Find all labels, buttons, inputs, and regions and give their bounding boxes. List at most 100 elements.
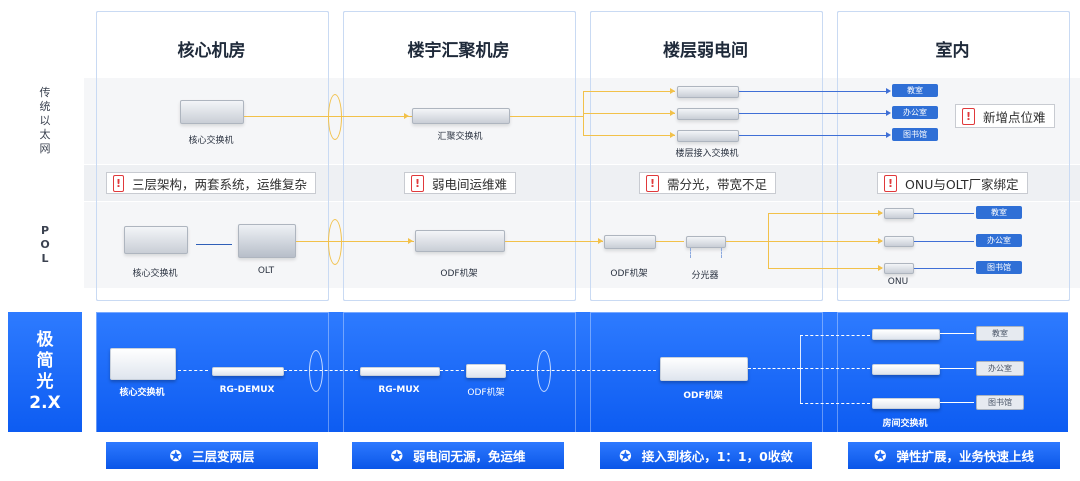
splitter-label: 分光器	[691, 271, 719, 281]
pol-onu-b1	[768, 213, 882, 214]
warning-icon: !	[411, 174, 424, 192]
demux-label: RG-DEMUX	[219, 385, 275, 395]
row-label-ethernet: 传 统 以 太 网	[8, 78, 82, 164]
eth-floor-b1	[583, 91, 675, 92]
splitter-fan	[690, 248, 722, 258]
warning-icon: !	[884, 174, 897, 192]
jjg-core-switch-label: 核心交换机	[119, 388, 165, 398]
jjg-link-odf2-out	[748, 368, 800, 369]
warning-new-points: ! 新增点位难	[955, 104, 1055, 128]
room-switch-device-2	[872, 364, 940, 375]
agg-switch-label: 汇聚交换机	[437, 132, 483, 142]
olt-device	[238, 224, 296, 258]
pol-core-switch-device	[124, 226, 188, 254]
jjg-branch-1	[800, 335, 870, 336]
mux-device	[360, 367, 440, 376]
pol-onu-b2	[768, 241, 882, 242]
room-switch-label: 房间交换机	[882, 419, 928, 429]
pain-point-core-text: 三层架构，两套系统，运维复杂	[131, 176, 307, 192]
odf-rack2-label: ODF机架	[610, 269, 648, 279]
room-tag-office: 办公室	[892, 106, 938, 119]
floor-switch-device-3	[677, 130, 739, 142]
splitter-device	[686, 236, 726, 248]
arrow	[886, 88, 891, 94]
warning-icon: !	[113, 174, 124, 192]
room-switch-device-3	[872, 398, 940, 409]
arrow	[886, 110, 891, 116]
pain-point-floor-text: 需分光，带宽不足	[667, 176, 768, 192]
star-icon: ✪	[390, 446, 404, 465]
floor-switch-device-2	[677, 108, 739, 120]
jjg-odf2-label: ODF机架	[683, 391, 723, 401]
star-icon: ✪	[873, 446, 887, 465]
jjg-col-divider-2	[343, 312, 576, 433]
odf-rack-device	[415, 230, 505, 252]
column-core-overlay	[96, 11, 329, 301]
core-switch-label: 核心交换机	[188, 136, 234, 146]
benefit-one-to-one: ✪ 接入到核心，1：1，0收敛	[600, 442, 812, 469]
arrow	[670, 110, 675, 116]
demux-device	[212, 367, 284, 376]
arrow	[598, 238, 603, 244]
benefit-passive-room: ✪ 弱电间无源，免运维	[352, 442, 564, 469]
warning-icon: !	[646, 174, 659, 192]
jjg-col-divider-1	[96, 312, 329, 433]
column-building-overlay	[343, 11, 576, 301]
floor-switch-label: 楼层接入交换机	[675, 149, 739, 159]
onu-label: ONU	[887, 277, 909, 287]
pol-room-link-3	[914, 268, 974, 269]
floor-switch-device-1	[677, 86, 739, 98]
room-tag-classroom: 教室	[892, 84, 938, 97]
row-label-pol: P O L	[8, 202, 82, 288]
fiber-ring-2	[328, 219, 342, 265]
core-switch-device	[180, 100, 244, 124]
column-title-building: 楼宇汇聚机房	[407, 41, 510, 61]
column-indoor-overlay	[837, 11, 1070, 301]
pol-splitter-out	[726, 241, 768, 242]
pol-core-switch-label: 核心交换机	[132, 269, 178, 279]
jjg-link-mux-odf	[440, 370, 464, 371]
pain-point-floor: ! 需分光，带宽不足	[639, 172, 777, 194]
benefit-two-tier: ✪ 三层变两层	[106, 442, 318, 469]
onu-device-2	[884, 236, 914, 247]
arrow	[670, 88, 675, 94]
jjg-col-divider-3	[590, 312, 823, 433]
jjg-row-label: 极 简 光 2.X	[8, 312, 82, 432]
room-switch-device-1	[872, 329, 940, 340]
eth-room-link-1	[739, 91, 889, 92]
jjg-row-label-text: 极 简 光 2.X	[29, 330, 61, 413]
olt-label: OLT	[257, 266, 275, 276]
star-icon: ✪	[169, 446, 183, 465]
jjg-branch-3	[800, 403, 870, 404]
jjg-room-link-3	[940, 402, 974, 403]
jjg-room-library: 图书馆	[976, 395, 1024, 410]
link-core-olt	[196, 244, 232, 245]
column-title-core: 核心机房	[177, 41, 246, 61]
column-floor-overlay	[590, 11, 823, 301]
jjg-branch-2	[800, 368, 870, 369]
row-label-pol-text: P O L	[40, 224, 50, 265]
pol-room-library: 图书馆	[976, 261, 1022, 274]
odf-rack-label: ODF机架	[440, 269, 478, 279]
jjg-link-core-demux	[178, 370, 208, 371]
pain-point-building: ! 弱电间运维难	[404, 172, 517, 194]
mux-label: RG-MUX	[378, 385, 420, 395]
eth-room-link-3	[739, 135, 889, 136]
agg-switch-device	[412, 108, 510, 124]
jjg-core-switch-device	[110, 348, 176, 380]
pain-point-core: ! 三层架构，两套系统，运维复杂	[106, 172, 316, 194]
column-title-floor: 楼层弱电间	[663, 41, 748, 61]
warning-new-points-text: 新增点位难	[983, 109, 1046, 125]
row-label-ethernet-text: 传 统 以 太 网	[39, 86, 51, 155]
pol-room-link-1	[914, 213, 974, 214]
arrow	[408, 238, 413, 244]
column-title-indoor: 室内	[935, 41, 970, 61]
warning-icon: !	[962, 107, 975, 125]
arrow	[878, 238, 883, 244]
jjg-room-link-2	[940, 368, 974, 369]
jjg-odf1-device	[466, 364, 506, 378]
benefit-two-tier-text: 三层变两层	[192, 449, 255, 464]
jjg-room-classroom: 教室	[976, 326, 1024, 341]
pain-point-building-text: 弱电间运维难	[432, 176, 508, 192]
jjg-link-odf-odf2	[506, 370, 656, 371]
